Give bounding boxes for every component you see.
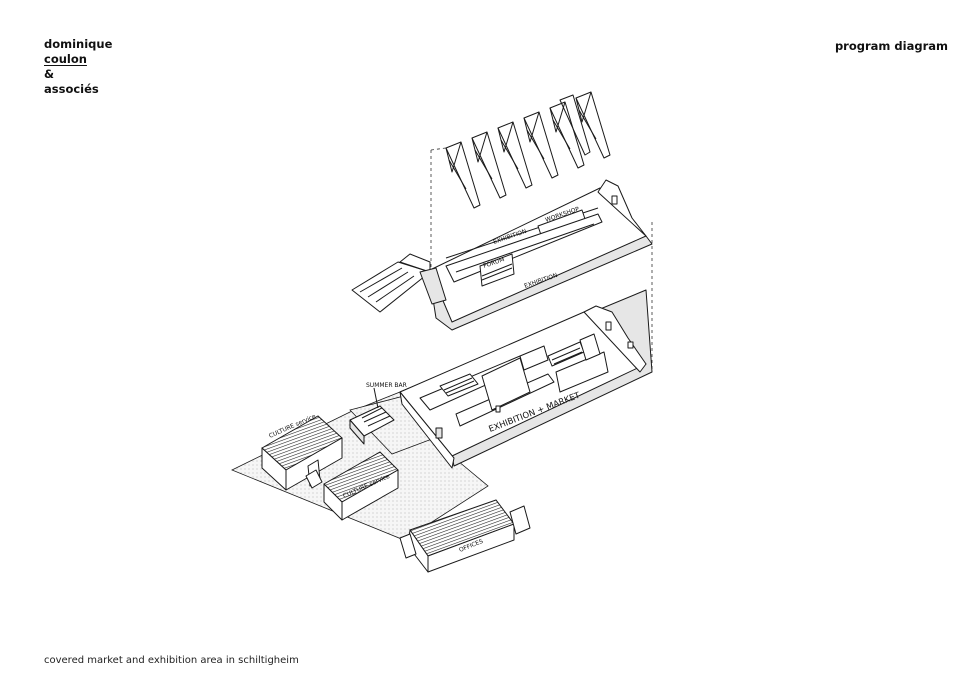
gable-window	[611, 195, 618, 205]
firm-line-3: &	[44, 67, 55, 81]
project-caption: covered market and exhibition area in sc…	[44, 655, 299, 666]
truss-frame	[559, 94, 591, 156]
summer-bar-building	[349, 387, 395, 445]
firm-line-2: coulon	[44, 52, 87, 66]
hall-column	[495, 405, 501, 413]
truss-frame	[445, 141, 481, 209]
truss-frame	[549, 101, 585, 169]
firm-line-4: associés	[44, 82, 99, 96]
hall-gable-window	[605, 321, 612, 331]
upper-level-slab	[351, 179, 653, 331]
firm-logo: dominique coulon & associés	[44, 37, 112, 97]
hall-column	[435, 427, 443, 439]
truss-frame	[575, 91, 611, 159]
hall-side-window	[627, 341, 634, 349]
truss-frame	[523, 111, 559, 179]
culture-service-building-1	[261, 415, 343, 491]
alignment-guides	[430, 147, 653, 372]
culture-service-building-2	[323, 451, 399, 521]
firm-line-1: dominique	[44, 37, 113, 51]
offices-building	[399, 499, 531, 573]
roof-truss-frames	[445, 91, 611, 209]
market-hall	[399, 289, 653, 469]
document-type-title: program diagram	[834, 39, 948, 53]
truss-frame	[471, 131, 507, 199]
label-summer-bar: SUMMER BAR	[366, 382, 407, 389]
truss-frame	[497, 121, 533, 189]
